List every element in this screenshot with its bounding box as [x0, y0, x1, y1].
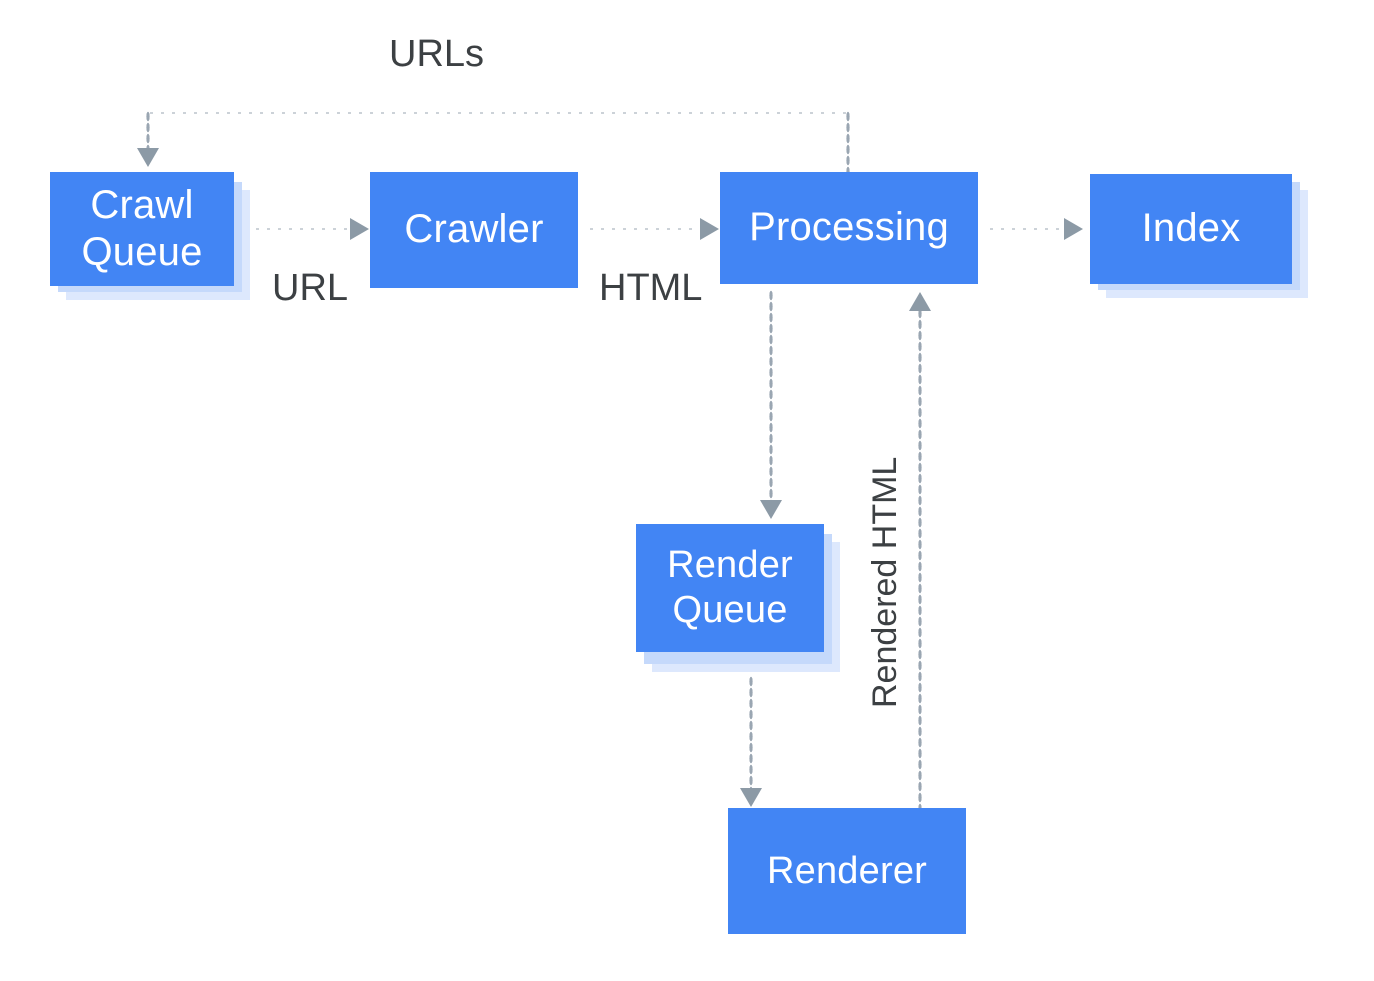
node-crawler-label: Crawler [404, 207, 544, 252]
connector-urls-drop [146, 111, 150, 151]
edge-label-urls: URLs [389, 33, 485, 75]
connector-html [586, 227, 704, 231]
connector-to-render-queue [769, 290, 773, 502]
arrowhead-rendered-html-to-processing [909, 292, 931, 311]
connector-to-renderer [749, 676, 753, 790]
node-crawl-queue-label: Crawl Queue [81, 182, 203, 274]
node-processing[interactable]: Processing [720, 172, 978, 284]
node-processing-label: Processing [749, 205, 949, 250]
connector-to-index [986, 227, 1068, 231]
arrowhead-urls-to-crawl-queue [137, 148, 159, 167]
connector-urls-riser [846, 111, 850, 175]
node-render-queue-label: Render Queue [667, 544, 793, 631]
arrowhead-to-renderer [740, 788, 762, 807]
node-renderer[interactable]: Renderer [728, 808, 966, 934]
node-renderer-label: Renderer [766, 849, 928, 892]
node-index-label: Index [1141, 206, 1241, 251]
edge-label-url: URL [272, 267, 349, 309]
node-index[interactable]: Index [1090, 174, 1292, 284]
arrowhead-url-to-crawler [350, 218, 369, 240]
edge-label-html: HTML [599, 267, 703, 309]
connector-rendered-html [918, 308, 922, 808]
node-crawl-queue[interactable]: Crawl Queue [50, 172, 234, 286]
connector-url [252, 227, 356, 231]
connector-urls-horizontal [146, 111, 850, 115]
arrowhead-to-render-queue [760, 500, 782, 519]
edge-label-rendered-html: Rendered HTML [866, 456, 904, 708]
arrowhead-to-index [1064, 218, 1083, 240]
node-crawler[interactable]: Crawler [370, 172, 578, 288]
node-render-queue[interactable]: Render Queue [636, 524, 824, 652]
arrowhead-html-to-processing [700, 218, 719, 240]
